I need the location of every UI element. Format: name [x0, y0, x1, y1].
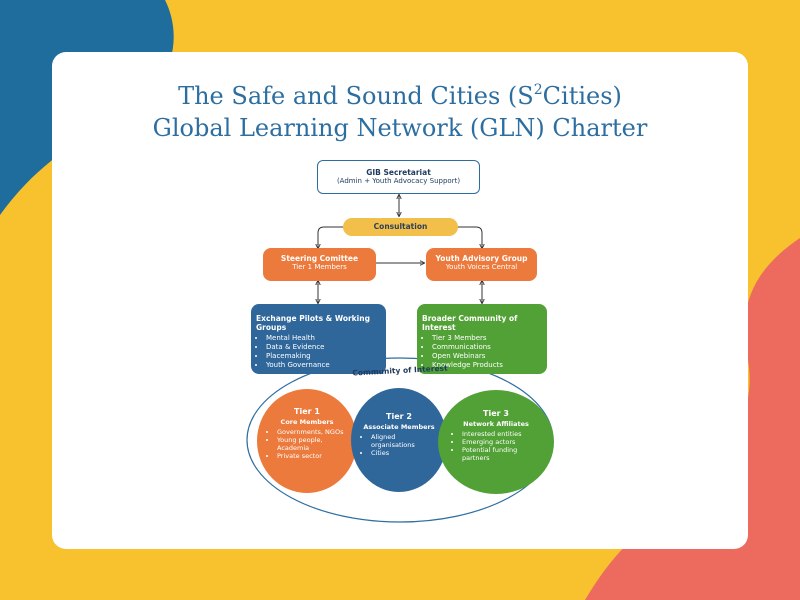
broader-list: Tier 3 Members Communications Open Webin… [422, 334, 547, 370]
list-item: Knowledge Products [432, 361, 547, 370]
connector-consultation-youth [456, 226, 482, 248]
tier3-title: Tier 3 [483, 409, 509, 418]
tier1-subtitle: Core Members [280, 418, 334, 426]
exchange-pilots-box: Exchange Pilots & Working Groups Mental … [251, 304, 386, 374]
exchange-list: Mental Health Data & Evidence Placemakin… [256, 334, 386, 370]
steering-committee-box: Steering Comittee Tier 1 Members [263, 248, 376, 281]
list-item: Placemaking [266, 352, 386, 361]
connector-consultation-steering [318, 226, 344, 248]
tier1-title: Tier 1 [294, 407, 320, 416]
list-item: Open Webinars [432, 352, 547, 361]
consultation-label: Consultation [373, 222, 428, 231]
list-item: Youth Governance [266, 361, 386, 370]
list-item: Young people, Academia [277, 436, 349, 452]
tier1-list: Governments, NGOs Young people, Academia… [265, 428, 349, 460]
list-item: Tier 3 Members [432, 334, 547, 343]
list-item: Communications [432, 343, 547, 352]
tier3-circle: Tier 3 Network Affiliates Interested ent… [438, 390, 554, 494]
tier1-circle: Tier 1 Core Members Governments, NGOs Yo… [257, 389, 357, 493]
secretariat-subtitle: (Admin + Youth Advocacy Support) [336, 177, 461, 185]
broader-title: Broader Community of Interest [422, 314, 518, 332]
list-item: Cities [371, 449, 439, 457]
page-title-line1: The Safe and Sound Cities (S2Cities) [178, 82, 622, 110]
tier2-subtitle: Associate Members [363, 423, 435, 431]
tier3-subtitle: Network Affiliates [463, 420, 529, 428]
content-card: The Safe and Sound Cities (S2Cities) Glo… [52, 52, 748, 549]
steering-title: Steering Comittee [280, 254, 359, 263]
list-item: Governments, NGOs [277, 428, 349, 436]
youth-title: Youth Advisory Group [435, 254, 528, 263]
steering-subtitle: Tier 1 Members [292, 263, 347, 271]
list-item: Private sector [277, 452, 349, 460]
list-item: Data & Evidence [266, 343, 386, 352]
exchange-title: Exchange Pilots & Working Groups [256, 314, 370, 332]
list-item: Emerging actors [462, 438, 542, 446]
list-item: Aligned organisations [371, 433, 439, 449]
tier3-list: Interested entities Emerging actors Pote… [450, 430, 542, 462]
tier2-circle: Tier 2 Associate Members Aligned organis… [351, 388, 447, 492]
list-item: Interested entities [462, 430, 542, 438]
secretariat-title: GIB Secretariat [366, 168, 431, 177]
list-item: Potential funding partners [462, 446, 542, 462]
broader-community-box: Broader Community of Interest Tier 3 Mem… [417, 304, 547, 374]
page-title-line2: Global Learning Network (GLN) Charter [152, 114, 648, 142]
consultation-pill: Consultation [343, 218, 458, 236]
youth-subtitle: Youth Voices Central [445, 263, 518, 271]
secretariat-box: GIB Secretariat (Admin + Youth Advocacy … [317, 160, 480, 194]
tier2-title: Tier 2 [386, 412, 412, 421]
tier2-list: Aligned organisations Cities [359, 433, 439, 457]
list-item: Mental Health [266, 334, 386, 343]
youth-advisory-box: Youth Advisory Group Youth Voices Centra… [426, 248, 537, 281]
